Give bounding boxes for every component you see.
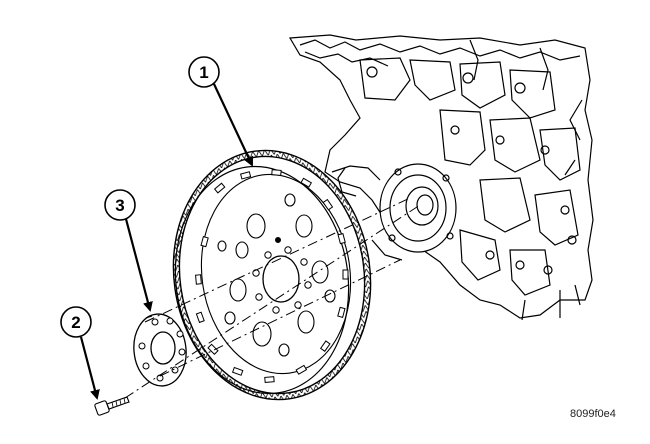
engine-block (288, 34, 594, 321)
callout-3-circle (104, 189, 136, 221)
flexplate (172, 149, 372, 401)
callout-1-leader (213, 83, 254, 167)
callout-1: 1 (188, 56, 254, 167)
callout-3-leader (124, 218, 153, 312)
callout-2-circle (60, 306, 92, 338)
alignment-lines (124, 197, 421, 399)
callout-2: 2 (60, 306, 100, 400)
reinforcement-plate (133, 313, 187, 387)
callout-1-number: 1 (199, 63, 208, 82)
bolt (94, 396, 130, 416)
callout-3: 3 (104, 189, 153, 312)
callout-2-number: 2 (71, 313, 80, 332)
callout-1-circle (188, 56, 220, 88)
callout-2-leader (79, 336, 100, 400)
callout-3-number: 3 (115, 196, 124, 215)
figure-id-label: 8099f0e4 (570, 408, 616, 420)
